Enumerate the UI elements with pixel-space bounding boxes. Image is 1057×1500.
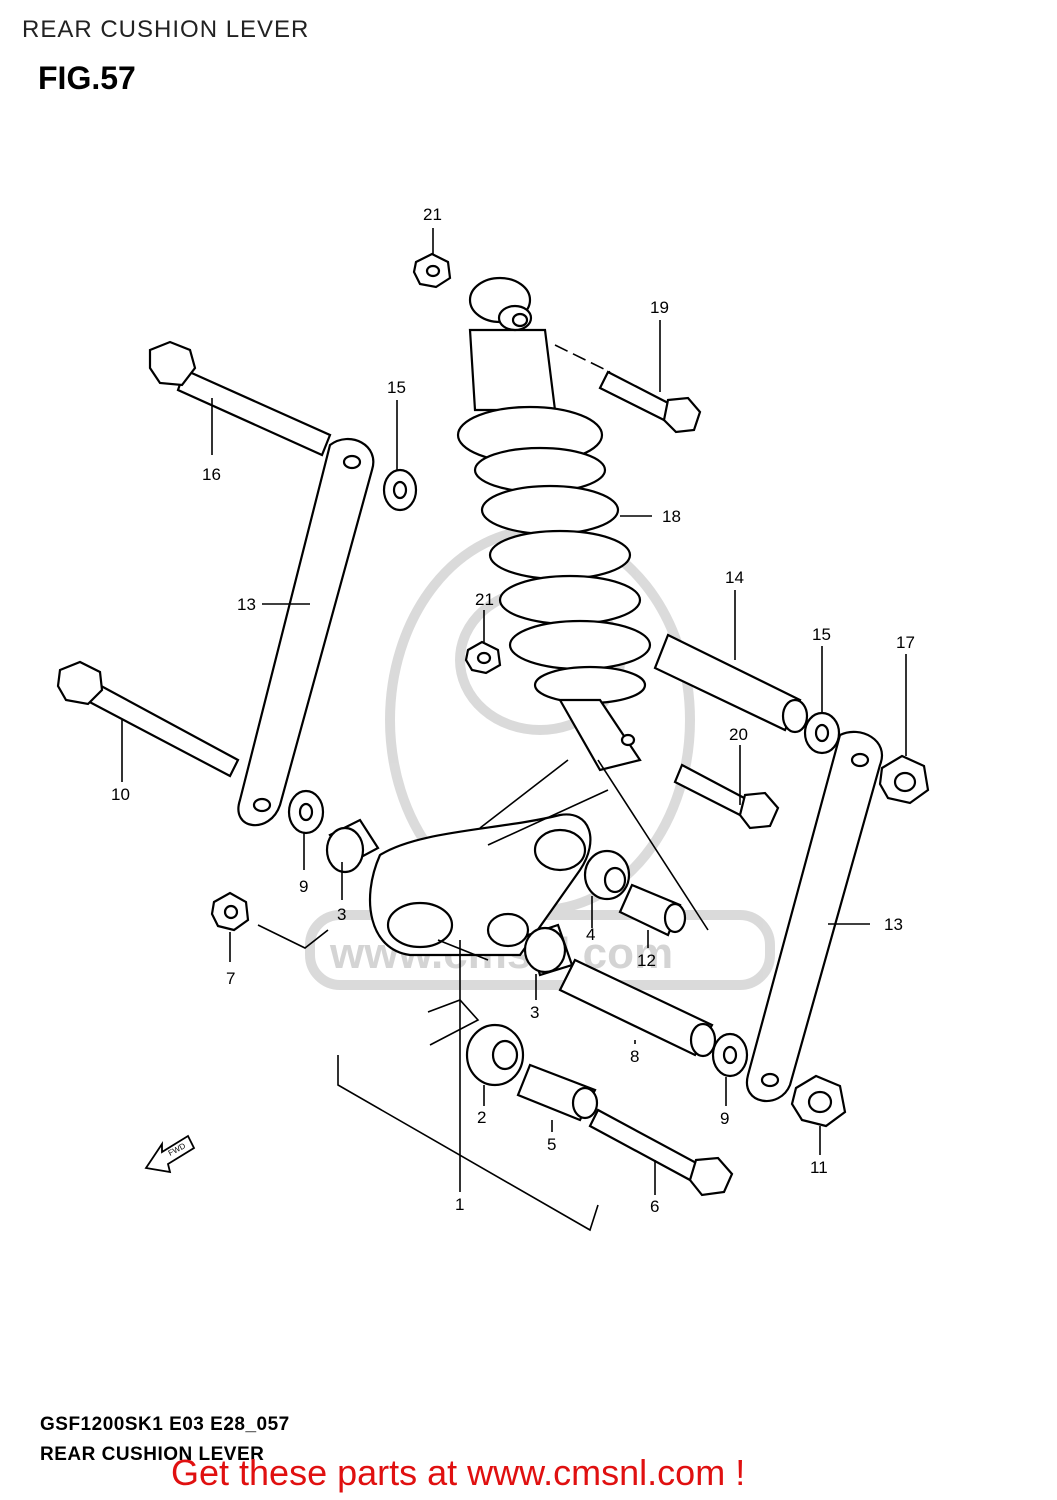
spacer-5 bbox=[516, 1063, 599, 1122]
callout-14: 14 bbox=[725, 568, 744, 587]
bearing-4 bbox=[583, 849, 631, 901]
callout-16: 16 bbox=[202, 465, 221, 484]
bolt-6 bbox=[588, 1108, 734, 1197]
bearing-3-upper bbox=[325, 818, 380, 874]
callout-17: 17 bbox=[896, 633, 915, 652]
callout-19: 19 bbox=[650, 298, 669, 317]
bolt-16 bbox=[148, 340, 332, 457]
nut-11 bbox=[790, 1074, 847, 1128]
nut-21-middle bbox=[464, 640, 502, 675]
nut-17 bbox=[878, 754, 930, 805]
promo-link[interactable]: Get these parts at www.cmsnl.com ! bbox=[171, 1452, 746, 1493]
callout-20: 20 bbox=[729, 725, 748, 744]
footer-title: REAR CUSHION LEVER bbox=[40, 1444, 265, 1465]
figure-label: FIG.57 bbox=[38, 60, 136, 96]
callout-1: 1 bbox=[455, 1195, 464, 1214]
bolt-10 bbox=[56, 660, 240, 778]
washer-15-left bbox=[382, 468, 418, 512]
washer-9-right bbox=[711, 1032, 749, 1078]
cushion-rod-13-left bbox=[237, 437, 375, 827]
callout-13: 13 bbox=[237, 595, 256, 614]
fwd-arrow-icon: FWD bbox=[144, 1134, 196, 1174]
spacer-12 bbox=[618, 883, 687, 937]
page-title: REAR CUSHION LEVER bbox=[22, 16, 310, 43]
callout-2: 2 bbox=[477, 1108, 486, 1127]
callout-3: 3 bbox=[530, 1003, 539, 1022]
callout-9: 9 bbox=[720, 1109, 729, 1128]
callout-5: 5 bbox=[547, 1135, 556, 1154]
cushion-rod-13-right bbox=[745, 730, 883, 1103]
callout-6: 6 bbox=[650, 1197, 659, 1216]
callout-4: 4 bbox=[586, 925, 595, 944]
bolt-19 bbox=[598, 370, 702, 434]
diagram-code: GSF1200SK1 E03 E28_057 bbox=[40, 1414, 290, 1435]
callout-18: 18 bbox=[662, 507, 681, 526]
cushion-lever-1 bbox=[368, 813, 592, 957]
callout-8: 8 bbox=[630, 1047, 639, 1066]
nut-21-top bbox=[412, 252, 452, 289]
spacer-14 bbox=[653, 633, 809, 734]
callout-12: 12 bbox=[637, 951, 656, 970]
callout-15: 15 bbox=[387, 378, 406, 397]
callouts: 1 2 3 3 4 5 6 7 8 9 9 10 11 12 13 13 14 … bbox=[111, 205, 915, 1216]
callout-11: 11 bbox=[810, 1158, 828, 1177]
bearing-2 bbox=[465, 1023, 525, 1087]
callout-21: 21 bbox=[423, 205, 442, 224]
callout-13: 13 bbox=[884, 915, 903, 934]
washer-9-left bbox=[287, 789, 325, 835]
leader-lines bbox=[121, 228, 907, 1232]
callout-7: 7 bbox=[226, 969, 235, 988]
callout-21: 21 bbox=[475, 590, 494, 609]
bolt-20 bbox=[673, 763, 780, 830]
spacer-8 bbox=[558, 958, 717, 1058]
nut-7 bbox=[210, 891, 250, 932]
rear-shock-absorber bbox=[456, 276, 652, 772]
callout-15: 15 bbox=[812, 625, 831, 644]
washer-15-right bbox=[803, 711, 841, 755]
callout-3: 3 bbox=[337, 905, 346, 924]
callout-10: 10 bbox=[111, 785, 130, 804]
callout-9: 9 bbox=[299, 877, 308, 896]
